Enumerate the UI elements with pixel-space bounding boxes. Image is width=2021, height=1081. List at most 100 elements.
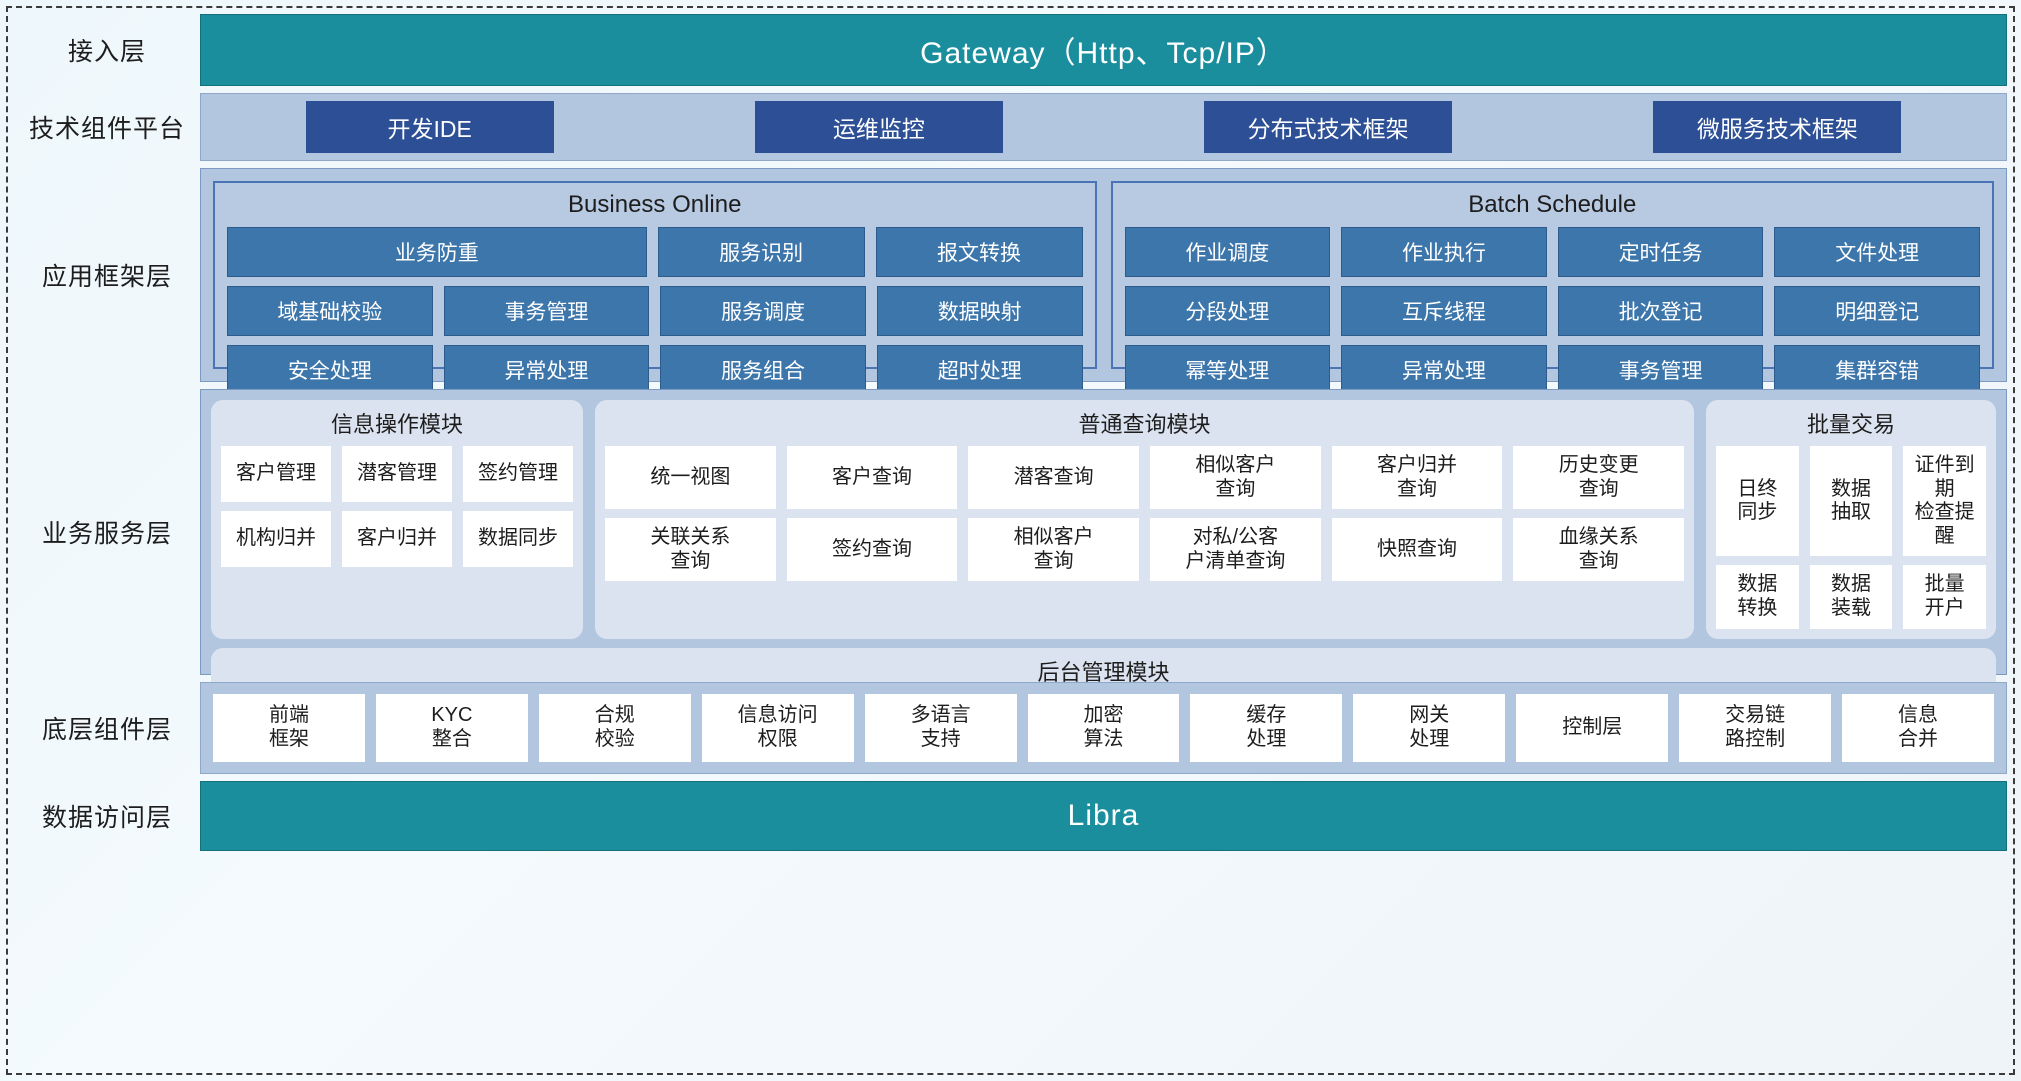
business-online-item[interactable]: 服务调度 [660, 286, 866, 336]
layer-row-data-access: 数据访问层 Libra [14, 781, 2007, 851]
bottom-component-item[interactable]: 合规校验 [538, 694, 691, 762]
business-online-item[interactable]: 服务识别 [657, 227, 865, 277]
group-business-online: Business Online 业务防重服务识别报文转换域基础校验事务管理服务调… [213, 181, 1097, 395]
business-online-item[interactable]: 服务组合 [660, 345, 866, 395]
batch-schedule-item[interactable]: 异常处理 [1341, 345, 1547, 395]
common-query-item[interactable]: 快照查询 [1331, 518, 1503, 582]
batch-schedule-item[interactable]: 文件处理 [1774, 227, 1980, 277]
batch-schedule-item[interactable]: 作业执行 [1341, 227, 1547, 277]
business-online-item[interactable]: 域基础校验 [227, 286, 433, 336]
info-operations-grid: 客户管理潜客管理签约管理机构归并客户归并数据同步 [221, 446, 573, 567]
batch-schedule-item[interactable]: 批次登记 [1557, 286, 1764, 336]
bottom-component-item[interactable]: 多语言支持 [864, 694, 1017, 762]
batch-transaction-item[interactable]: 证件到期检查提醒 [1903, 446, 1987, 557]
info-operations-item[interactable]: 潜客管理 [342, 446, 452, 502]
batch-transaction-item[interactable]: 批量开户 [1903, 565, 1987, 629]
module-title-common-query: 普通查询模块 [1078, 412, 1211, 437]
common-query-item[interactable]: 相似客户查询 [968, 518, 1140, 582]
bottom-component-item[interactable]: 前端框架 [213, 694, 365, 762]
layer-body-app-framework: Business Online 业务防重服务识别报文转换域基础校验事务管理服务调… [200, 168, 2007, 395]
layer-label-tech-platform: 技术组件平台 [28, 115, 185, 143]
common-query-item[interactable]: 客户归并查询 [1331, 446, 1503, 510]
business-online-item[interactable]: 超时处理 [876, 345, 1083, 395]
module-info-operations: 信息操作模块 客户管理潜客管理签约管理机构归并客户归并数据同步 [211, 400, 583, 639]
batch-schedule-item[interactable]: 互斥线程 [1341, 286, 1547, 336]
batch-schedule-item[interactable]: 作业调度 [1124, 227, 1331, 277]
group-title-business-online: Business Online [568, 191, 742, 218]
common-query-item[interactable]: 潜客查询 [968, 446, 1140, 510]
layer-row-business-service: 业务服务层 信息操作模块 客户管理潜客管理签约管理机构归并客户归并数据同步 普通… [14, 389, 2007, 767]
app-framework-panel: Business Online 业务防重服务识别报文转换域基础校验事务管理服务调… [200, 168, 2007, 395]
batch-transaction-item[interactable]: 数据抽取 [1809, 446, 1893, 557]
common-query-item[interactable]: 签约查询 [786, 518, 958, 582]
bottom-component-item[interactable]: 信息访问权限 [701, 694, 854, 762]
batch-schedule-item[interactable]: 定时任务 [1557, 227, 1764, 277]
info-operations-row: 机构归并客户归并数据同步 [221, 511, 573, 567]
gateway-bar[interactable]: Gateway（Http、Tcp/IP） [200, 14, 2007, 86]
bottom-component-item[interactable]: 加密算法 [1027, 694, 1180, 762]
common-query-row: 统一视图客户查询潜客查询相似客户查询客户归并查询历史变更查询 [605, 446, 1685, 510]
layer-row-app-framework: 应用框架层 Business Online 业务防重服务识别报文转换域基础校验事… [14, 168, 2007, 395]
layer-row-access: 接入层 Gateway（Http、Tcp/IP） [14, 14, 2007, 86]
tech-platform-chip[interactable]: 分布式技术框架 [1204, 101, 1453, 153]
layer-stack: 接入层 Gateway（Http、Tcp/IP） 技术组件平台 开发IDE 运维监… [14, 14, 2007, 1067]
tech-platform-panel: 开发IDE 运维监控 分布式技术框架 微服务技术框架 [200, 93, 2007, 161]
module-title-backend-admin: 后台管理模块 [1037, 659, 1170, 685]
common-query-item[interactable]: 统一视图 [605, 446, 776, 510]
batch-schedule-item[interactable]: 明细登记 [1774, 286, 1980, 336]
batch-schedule-item[interactable]: 幂等处理 [1124, 345, 1331, 395]
business-online-item[interactable]: 事务管理 [443, 286, 650, 336]
batch-schedule-row: 分段处理互斥线程批次登记明细登记 [1124, 286, 1980, 336]
batch-transaction-item[interactable]: 数据转换 [1716, 565, 1799, 629]
batch-transaction-item[interactable]: 数据装载 [1809, 565, 1893, 629]
layer-body-data-access: Libra [200, 781, 2007, 851]
info-operations-item[interactable]: 客户归并 [342, 511, 452, 567]
libra-bar[interactable]: Libra [200, 781, 2007, 851]
bottom-component-item[interactable]: 信息合并 [1842, 694, 1994, 762]
module-title-batch-transaction: 批量交易 [1806, 412, 1895, 437]
business-online-grid: 业务防重服务识别报文转换域基础校验事务管理服务调度数据映射安全处理异常处理服务组… [227, 227, 1083, 395]
info-operations-item[interactable]: 数据同步 [463, 511, 573, 567]
tech-platform-chip[interactable]: 运维监控 [754, 101, 1003, 153]
layer-body-access: Gateway（Http、Tcp/IP） [200, 14, 2007, 86]
business-online-item[interactable]: 安全处理 [227, 345, 433, 395]
info-operations-item[interactable]: 签约管理 [463, 446, 573, 502]
layer-label-bottom-components: 底层组件层 [41, 716, 172, 744]
business-online-item[interactable]: 数据映射 [876, 286, 1083, 336]
business-online-row: 业务防重服务识别报文转换 [227, 227, 1083, 277]
batch-schedule-item[interactable]: 集群容错 [1774, 345, 1980, 395]
module-batch-transaction: 批量交易 日终同步数据抽取证件到期检查提醒数据转换数据装载批量开户 [1706, 400, 1996, 639]
group-title-batch-schedule: Batch Schedule [1468, 191, 1637, 218]
common-query-item[interactable]: 关联关系查询 [605, 518, 776, 582]
tech-platform-chip[interactable]: 开发IDE [305, 101, 554, 153]
info-operations-item[interactable]: 机构归并 [221, 511, 331, 567]
bottom-component-item[interactable]: 控制层 [1516, 694, 1669, 762]
bottom-component-item[interactable]: 缓存处理 [1190, 694, 1343, 762]
bottom-component-item[interactable]: 网关处理 [1353, 694, 1506, 762]
layer-row-tech-platform: 技术组件平台 开发IDE 运维监控 分布式技术框架 微服务技术框架 [14, 93, 2007, 161]
common-query-item[interactable]: 血缘关系查询 [1513, 518, 1685, 582]
layer-body-business-service: 信息操作模块 客户管理潜客管理签约管理机构归并客户归并数据同步 普通查询模块 统… [200, 389, 2007, 767]
layer-body-tech-platform: 开发IDE 运维监控 分布式技术框架 微服务技术框架 [200, 93, 2007, 161]
batch-schedule-item[interactable]: 事务管理 [1557, 345, 1764, 395]
info-operations-item[interactable]: 客户管理 [221, 446, 331, 502]
business-online-item[interactable]: 异常处理 [443, 345, 650, 395]
business-online-row: 域基础校验事务管理服务调度数据映射 [227, 286, 1083, 336]
common-query-item[interactable]: 对私/公客户清单查询 [1150, 518, 1321, 582]
batch-transaction-item[interactable]: 日终同步 [1716, 446, 1799, 557]
business-online-row: 安全处理异常处理服务组合超时处理 [227, 345, 1083, 395]
layer-label-access: 接入层 [67, 38, 146, 66]
business-service-top-row: 信息操作模块 客户管理潜客管理签约管理机构归并客户归并数据同步 普通查询模块 统… [211, 400, 1996, 639]
common-query-item[interactable]: 历史变更查询 [1513, 446, 1685, 510]
business-online-item[interactable]: 报文转换 [875, 227, 1083, 277]
common-query-item[interactable]: 相似客户查询 [1150, 446, 1321, 510]
bottom-component-item[interactable]: 交易链路控制 [1679, 694, 1832, 762]
tech-platform-chip[interactable]: 微服务技术框架 [1653, 101, 1902, 153]
batch-schedule-grid: 作业调度作业执行定时任务文件处理分段处理互斥线程批次登记明细登记幂等处理异常处理… [1124, 227, 1980, 395]
common-query-item[interactable]: 客户查询 [786, 446, 958, 510]
batch-schedule-item[interactable]: 分段处理 [1124, 286, 1331, 336]
business-online-item[interactable]: 业务防重 [227, 227, 647, 277]
